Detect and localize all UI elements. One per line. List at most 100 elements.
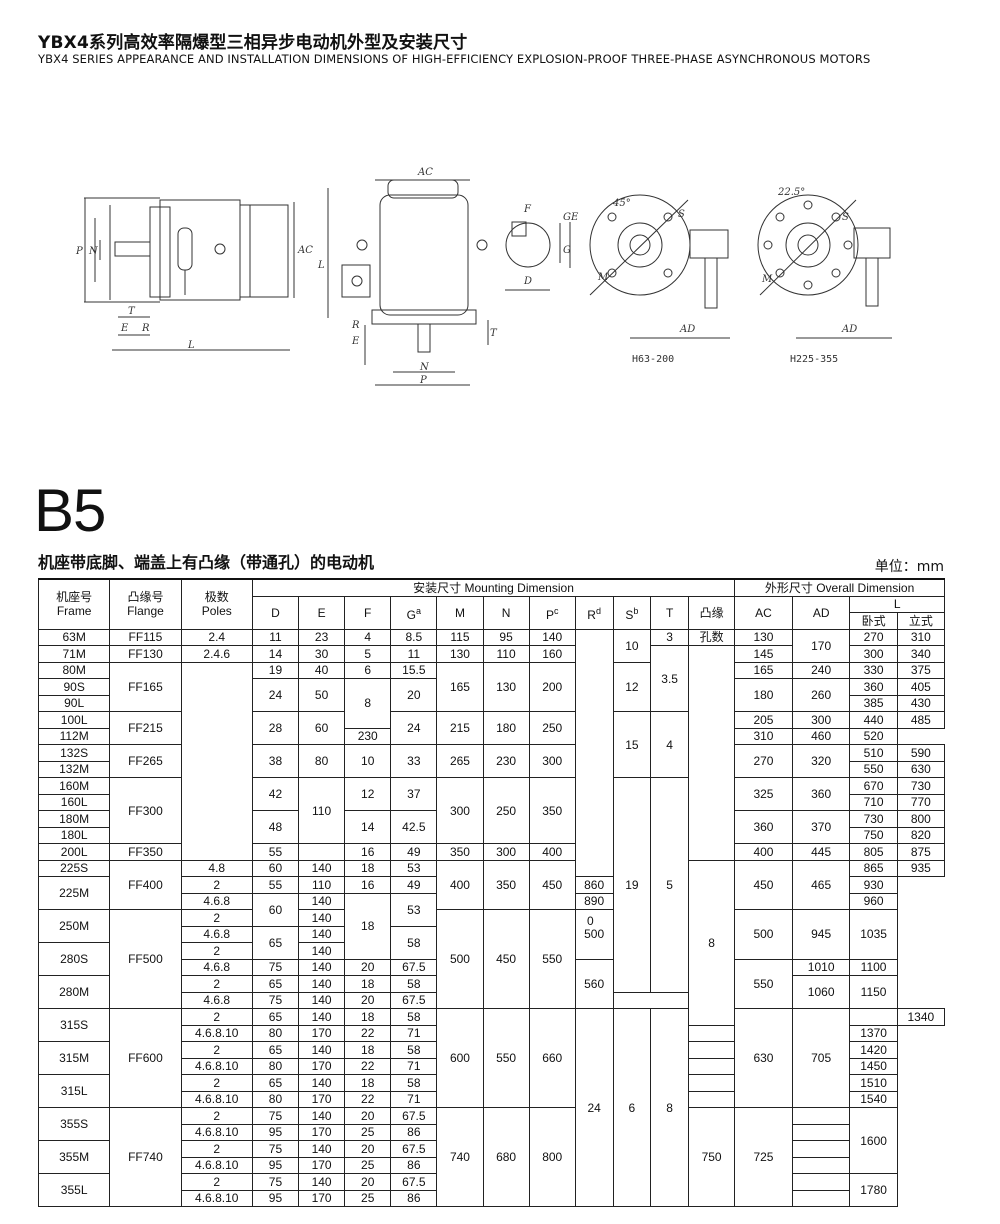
table-cell: 1540 [849,1090,898,1108]
table-cell: 1780 [849,1173,898,1207]
table-cell: 95 [251,1189,300,1207]
table-cell: 4.6.8.10 [180,1189,253,1207]
caption-h225-355: H225-355 [790,354,838,365]
table-cell: 4.6.8 [180,958,253,976]
table-cell: 140 [298,1074,346,1092]
label-AC: AC [297,245,313,256]
table-cell: FF740 [109,1107,182,1207]
table-cell: 60 [251,892,300,927]
table-cell: 170 [298,1123,346,1141]
table-cell: 20 [344,1107,392,1125]
table-cell: 165 [734,661,793,679]
table-cell: 3.5 [650,645,690,712]
table-cell: 71 [390,1057,438,1075]
table-cell: 132M [37,760,111,778]
label-F: F [523,204,532,215]
table-cell: 58 [390,1041,438,1059]
table-cell: 80M [37,661,111,679]
table-cell: 67.5 [390,991,438,1009]
table-cell: 140 [298,1041,346,1059]
table-cell: 400 [528,843,576,861]
table-cell: 86 [390,1189,438,1207]
table-cell: 58 [390,1008,438,1026]
table-cell: 24 [390,711,438,745]
table-cell: 8 [688,859,736,1026]
hdr-holes: 凸缘 [688,595,736,630]
table-cell: 23 [298,628,346,646]
table-cell: 2 [180,942,253,960]
table-cell: 63M [37,628,111,646]
table-cell: 315L [37,1074,111,1108]
hdr-G: Ga [390,595,438,630]
table-cell: 55 [251,843,300,861]
hdr-S: Sb [612,595,652,630]
table-cell: 4.6.8.10 [180,1156,253,1174]
table-cell: 132S [37,744,111,762]
table-cell: 270 [734,744,793,778]
table-cell: 460 [791,727,851,745]
table-cell: 350 [436,843,484,861]
table-cell: 1420 [849,1041,898,1059]
hdr-E: E [298,595,346,630]
table-cell: 820 [896,826,946,844]
table-cell: 710 [849,793,898,811]
table-cell: 170 [298,1156,346,1174]
table-cell: 165 [436,661,484,712]
table-cell: 180 [734,678,793,712]
table-cell: 310 [734,727,793,745]
table-cell: 405 [896,678,946,696]
table-cell: 280S [37,942,111,976]
table-cell: 930 [849,876,898,894]
table-cell: 58 [390,975,438,993]
table-cell: 1370 [849,1024,898,1042]
hdr-F: F [344,595,392,630]
table-cell: 71M [37,645,111,663]
label-L: L [187,340,195,351]
table-cell: 1450 [849,1057,898,1075]
table-cell: 265 [436,744,484,778]
table-cell: 67.5 [390,1140,438,1158]
table-cell: 170 [298,1090,346,1108]
table-cell: 18 [344,1041,392,1059]
table-cell [688,1024,736,1042]
table-cell: 18 [344,975,392,993]
table-cell: 800 [896,810,946,828]
table-cell: 360 [791,777,851,811]
table-cell: 550 [734,958,793,1009]
table-cell: 95 [482,628,530,646]
table-cell: 860 [574,876,614,894]
table-cell: 170 [791,628,851,663]
table-cell [791,1189,851,1207]
table-cell: 300 [791,711,851,729]
table-cell: 225S [37,859,111,877]
table-cell: 3 [650,628,690,646]
table-cell: 75 [251,1140,300,1158]
table-cell: 510 [849,744,898,762]
table-cell: 14 [344,810,392,844]
table-cell [688,1090,736,1108]
table-cell: 2 [180,975,253,993]
label-E: E [120,323,129,334]
table-cell: FF165 [109,661,182,712]
table-cell: 65 [251,1074,300,1092]
table-cell: 770 [896,793,946,811]
table-cell: 10 [344,744,392,778]
table-cell: 75 [251,958,300,976]
table-cell: 4.6.8.10 [180,1057,253,1075]
table-cell: 140 [298,1173,346,1191]
table-cell: 140 [298,1107,346,1125]
table-cell: 140 [298,942,346,960]
table-cell: 740 [436,1107,484,1207]
table-cell: 22 [344,1024,392,1042]
hdr-overall: 外形尺寸 Overall Dimension [734,578,945,597]
table-cell: 2.4 [180,628,253,646]
table-cell: 315M [37,1041,111,1075]
table-cell: 75 [251,1107,300,1125]
